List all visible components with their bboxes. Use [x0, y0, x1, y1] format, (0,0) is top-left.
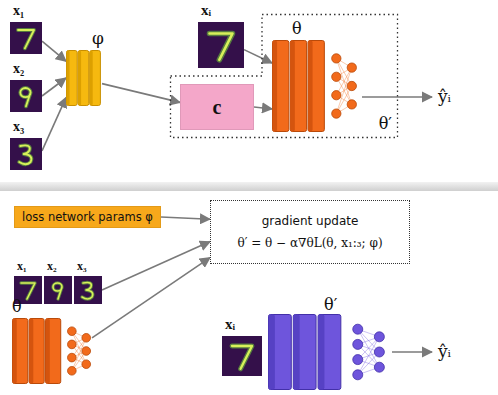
conditioned-model-region: θ′ c θ [170, 14, 398, 138]
digit-image [198, 22, 244, 68]
gradient-update-box: gradient update θ′ = θ − α∇θL(θ, x₁:₃; φ) [210, 200, 410, 264]
panel-separator [0, 182, 498, 191]
network-figure [268, 314, 388, 390]
mnist-image: x₂ [10, 80, 42, 112]
loss-params-box: loss network params φ [14, 206, 161, 228]
flow-arrow [102, 84, 180, 103]
network-figure [272, 40, 358, 132]
digit-image [44, 276, 72, 304]
flow-arrow [102, 242, 210, 290]
node-label: θ′ [379, 114, 392, 133]
digit-image [10, 80, 42, 112]
embedding-network: φ [66, 50, 102, 106]
flow-arrow [161, 217, 210, 219]
output-label: ŷᵢ [438, 341, 451, 361]
mnist-image: x₂ [44, 276, 72, 304]
network-figure [12, 318, 92, 384]
update-formula: θ′ = θ − α∇θL(θ, x₁:₃; φ) [237, 236, 382, 250]
flow-arrow [42, 78, 66, 96]
node-label: gradient update [262, 214, 359, 228]
node-label: φ [92, 28, 104, 48]
mnist-image: x₁ [10, 22, 42, 54]
node-label: x₂ [47, 259, 57, 274]
context-vector: c [180, 84, 254, 130]
digit-image [222, 336, 262, 376]
node-label: loss network params φ [22, 210, 153, 224]
node-label: x₃ [13, 119, 24, 135]
digit-image [74, 276, 102, 304]
output-arrow [392, 351, 432, 353]
node-label: x₂ [13, 61, 24, 77]
node-label: xᵢ [201, 2, 211, 19]
flow-arrow [244, 50, 272, 63]
output-label: ŷᵢ [438, 86, 451, 106]
node-label: xᵢ [225, 316, 235, 333]
node-label: θ [292, 19, 302, 38]
mnist-image: x₃ [10, 138, 42, 170]
mnist-image: xᵢ [198, 22, 244, 68]
node-label: x₃ [77, 259, 87, 274]
node-label: x₁ [17, 259, 27, 274]
node-label: c [213, 96, 222, 119]
mnist-image: xᵢ [222, 336, 262, 376]
classifier-network: θ [272, 40, 358, 132]
node-label: x₁ [13, 3, 24, 19]
flow-arrow [92, 258, 210, 338]
network-figure [66, 50, 102, 106]
classifier-network: θ [12, 318, 92, 384]
mnist-image: x₃ [74, 276, 102, 304]
node-label: θ [12, 297, 22, 316]
flow-arrow [42, 41, 66, 61]
node-label: θ′ [324, 295, 337, 314]
flow-arrow [42, 98, 66, 151]
digit-image [10, 22, 42, 54]
adapted-network: θ′ [268, 314, 388, 390]
flow-arrow [254, 107, 272, 109]
digit-image [10, 138, 42, 170]
